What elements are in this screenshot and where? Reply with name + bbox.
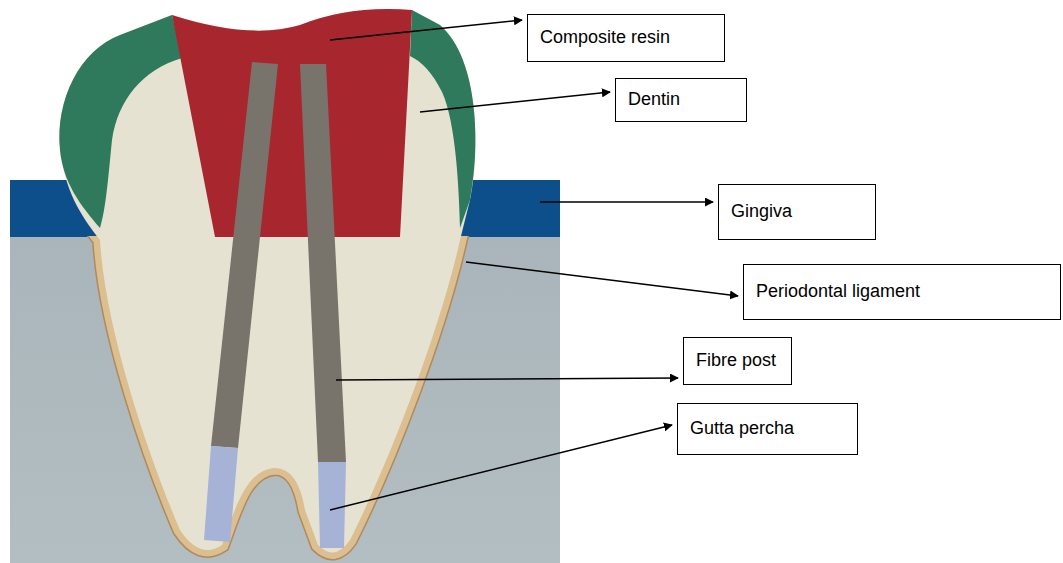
label-box: Periodontal ligament	[743, 264, 1061, 320]
periodontal-ligament	[59, 236, 475, 552]
dentin	[59, 9, 475, 552]
ligament-edge	[59, 236, 475, 552]
leader-line	[330, 425, 672, 510]
label-box: Gutta percha	[677, 403, 858, 455]
leader-line	[420, 92, 610, 112]
composite-resin	[172, 9, 412, 237]
part-label: Fibre post	[696, 350, 776, 372]
leader-line	[540, 201, 713, 203]
label-box: Composite resin	[527, 14, 725, 62]
part-label: Gutta percha	[690, 418, 794, 440]
gutta-percha-left	[204, 446, 238, 542]
fibre-post-left	[211, 62, 278, 448]
leader-line	[466, 262, 738, 296]
part-label: Periodontal ligament	[756, 281, 920, 303]
label-box: Gingiva	[718, 184, 876, 240]
gutta-percha-right	[318, 462, 346, 548]
enamel-left	[59, 15, 182, 228]
part-label: Dentin	[628, 89, 680, 111]
part-label: Gingiva	[731, 201, 792, 223]
leader-line	[330, 20, 522, 40]
leader-line	[336, 378, 678, 380]
periodontal-ligament-group	[59, 236, 475, 552]
enamel-right	[410, 10, 476, 228]
label-box: Fibre post	[683, 337, 792, 385]
fibre-post-right	[300, 64, 346, 462]
label-box: Dentin	[615, 78, 747, 122]
part-label: Composite resin	[540, 27, 670, 49]
